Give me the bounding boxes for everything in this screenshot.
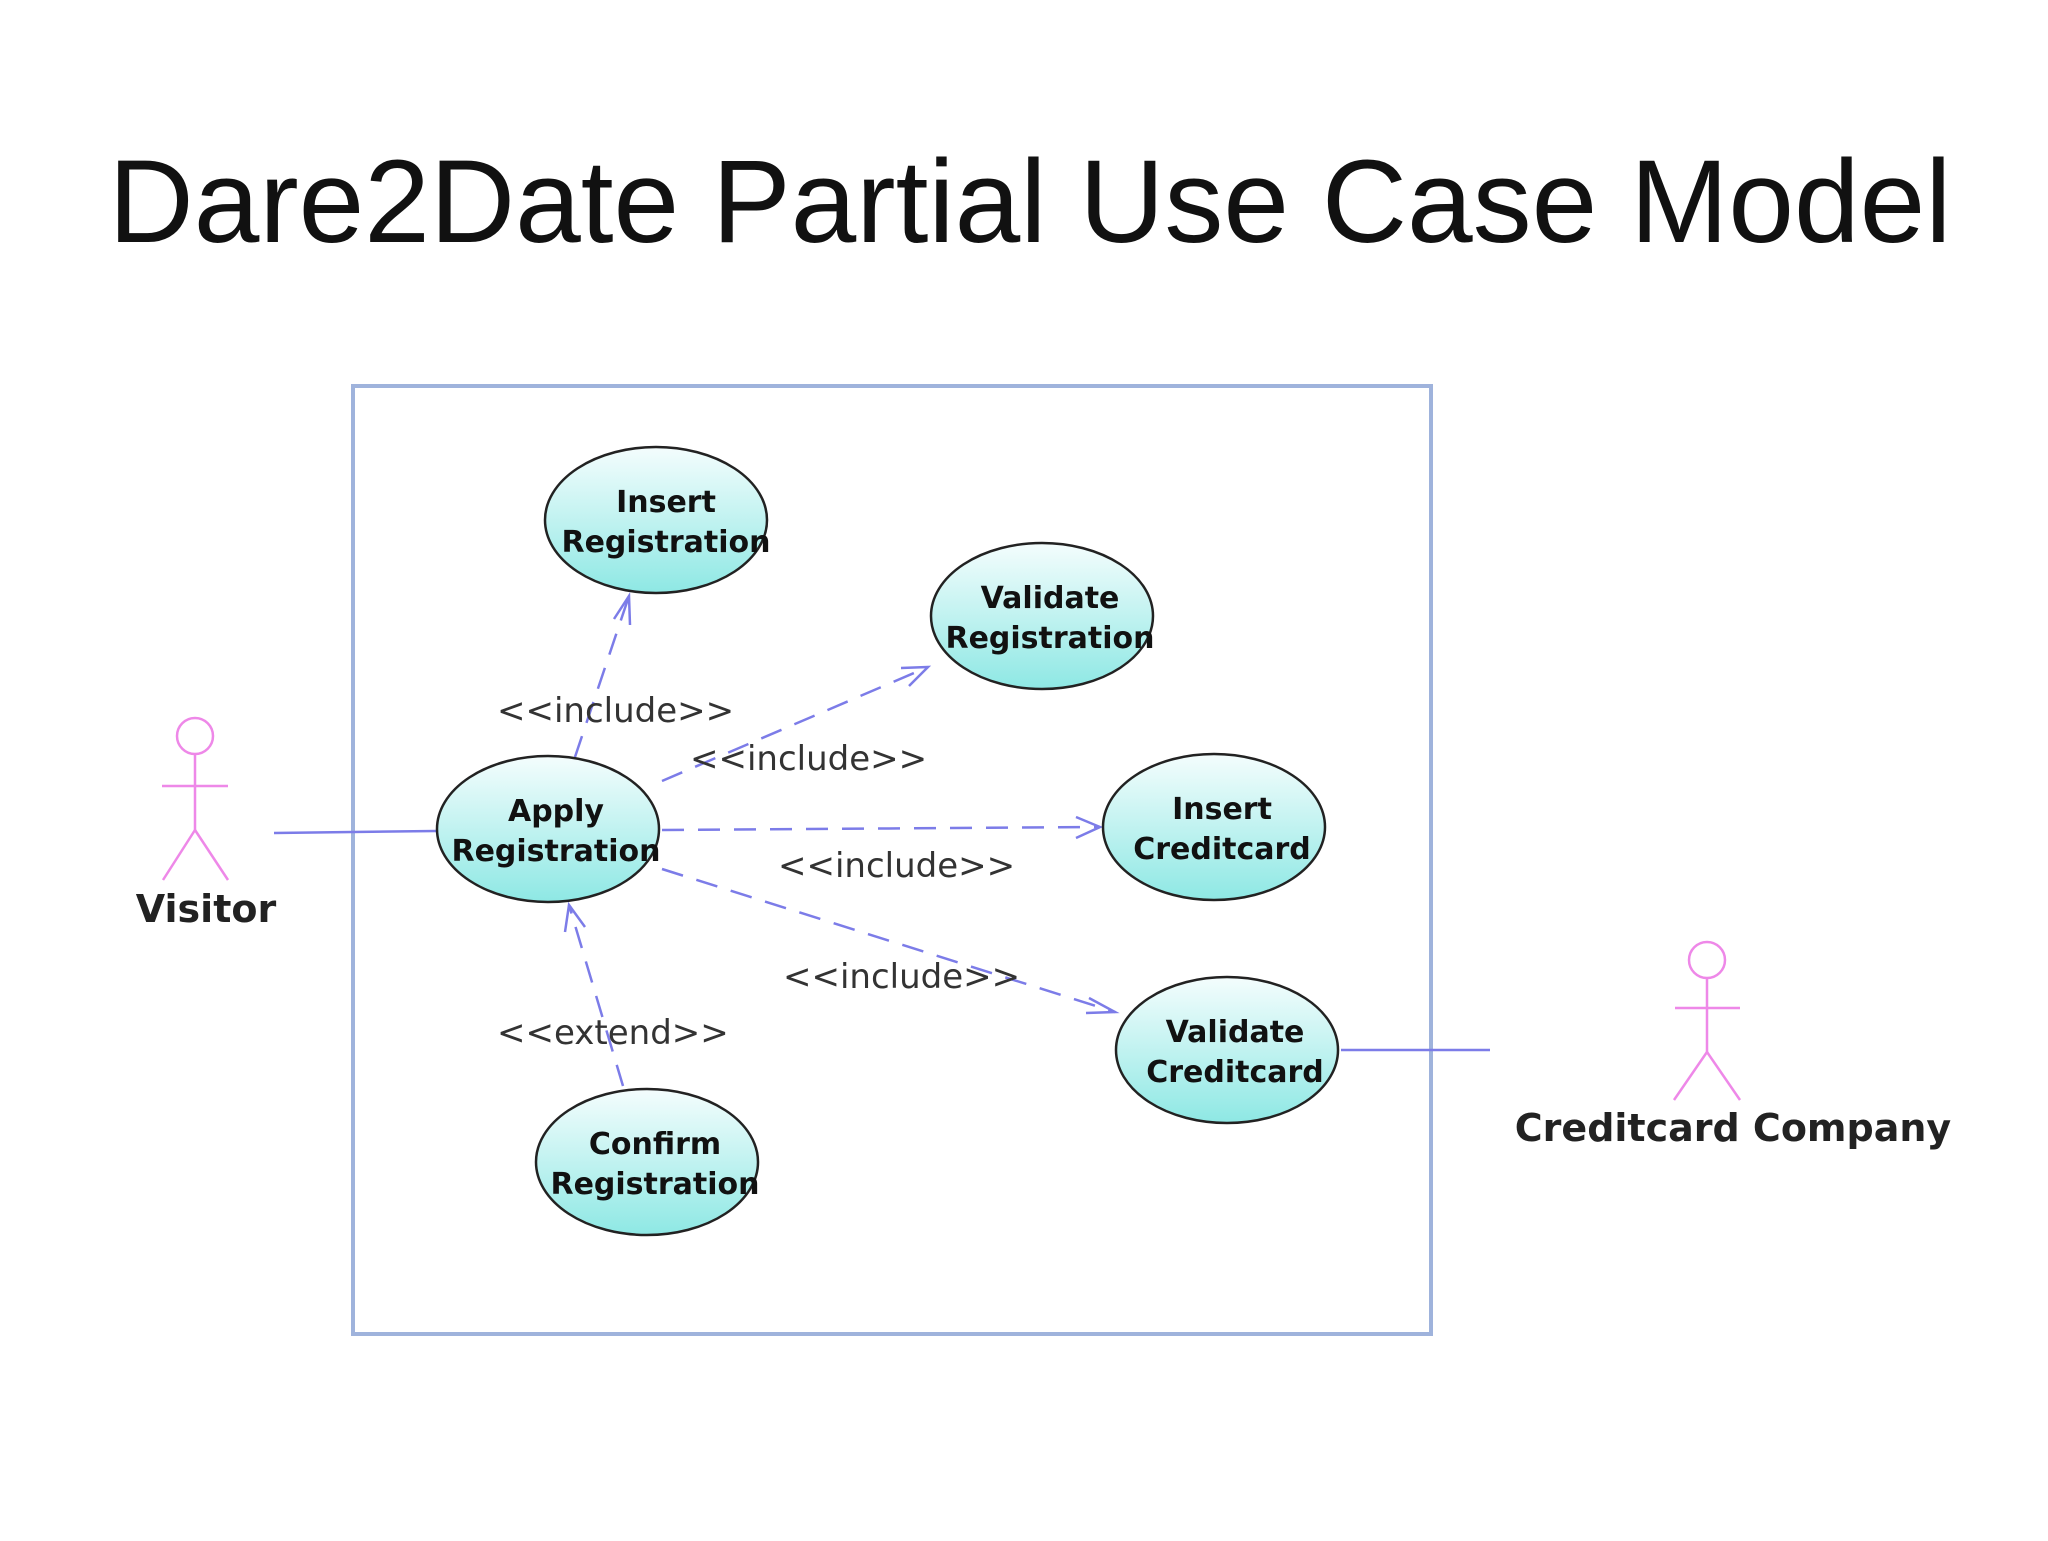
system-boundary	[351, 384, 1433, 1336]
include-insert-registration-dependency	[573, 592, 632, 758]
use-case-label-line1: Validate	[981, 581, 1120, 616]
stick-figure-icon	[1672, 940, 1742, 1101]
page-title: Dare2Date Partial Use Case Model	[109, 136, 1952, 268]
use-case-label-line1: Apply	[508, 794, 604, 829]
use-case-label-line2: Creditcard	[1133, 832, 1311, 867]
use-case-label-line2: Registration	[945, 621, 1154, 656]
use-case-validate-creditcard[interactable]: Validate Creditcard	[1114, 975, 1340, 1125]
use-case-label-line2: Registration	[561, 525, 770, 560]
include-label-insert-registration: <<include>>	[497, 691, 734, 731]
use-case-label-line1: Insert	[1172, 792, 1272, 827]
include-label-validate-creditcard: <<include>>	[783, 957, 1020, 997]
use-case-label-line1: Validate	[1166, 1015, 1305, 1050]
include-label-insert-creditcard: <<include>>	[778, 846, 1015, 886]
visitor-association-line	[273, 829, 437, 835]
include-validate-creditcard-dependency	[661, 867, 1120, 1015]
use-case-validate-registration[interactable]: Validate Registration	[929, 541, 1155, 691]
use-case-label-line1: Confirm	[589, 1127, 721, 1162]
actor-label-creditcard-company: Creditcard Company	[1515, 1106, 1952, 1150]
use-case-label-line1: Insert	[616, 485, 716, 520]
actor-label-visitor: Visitor	[136, 887, 277, 931]
use-case-insert-registration[interactable]: Insert Registration	[543, 445, 771, 595]
actor-creditcard-company[interactable]: Creditcard Company	[1515, 940, 1952, 1150]
use-case-label-line2: Creditcard	[1146, 1055, 1324, 1090]
use-case-apply-registration[interactable]: Apply Registration	[435, 754, 661, 904]
extend-label-confirm-registration: <<extend>>	[497, 1013, 729, 1053]
use-case-label-line2: Registration	[451, 834, 660, 869]
actor-visitor[interactable]: Visitor	[136, 716, 277, 931]
include-validate-registration-dependency	[661, 665, 932, 783]
extend-confirm-registration-dependency	[563, 901, 625, 1087]
use-case-confirm-registration[interactable]: Confirm Registration	[534, 1087, 760, 1237]
use-case-label-line2: Registration	[550, 1167, 759, 1202]
stick-figure-icon	[161, 716, 230, 881]
include-insert-creditcard-dependency	[661, 815, 1104, 840]
include-label-validate-registration: <<include>>	[690, 739, 927, 779]
use-case-insert-creditcard[interactable]: Insert Creditcard	[1101, 752, 1327, 902]
